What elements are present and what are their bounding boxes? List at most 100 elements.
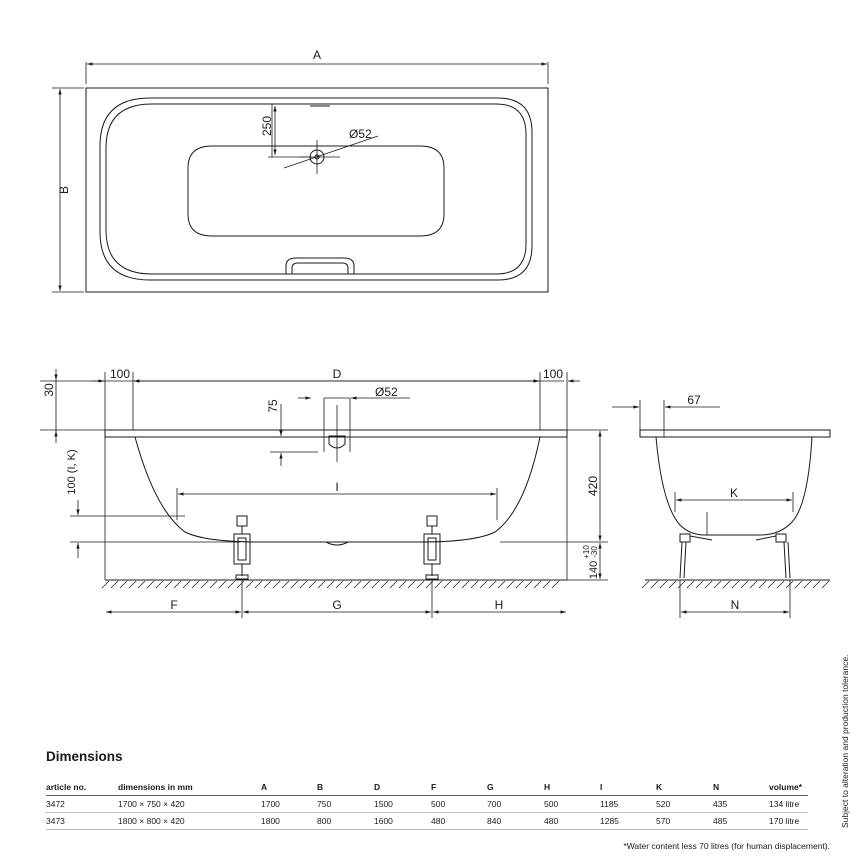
table-header-cell: volume* bbox=[769, 780, 808, 796]
hatch-line bbox=[119, 580, 128, 589]
hatch-line bbox=[299, 580, 308, 589]
dim-label-n: N bbox=[731, 598, 740, 612]
table-cell: 1800 bbox=[261, 812, 317, 830]
hatch-line bbox=[227, 580, 236, 589]
hatch-line bbox=[740, 580, 749, 589]
hatch-line bbox=[317, 580, 326, 589]
hatch-line bbox=[245, 580, 254, 589]
tub-rim-end bbox=[639, 429, 831, 438]
dim-label-420: 420 bbox=[586, 476, 600, 496]
table-cell: 840 bbox=[487, 812, 544, 830]
tub-rim-inner-2 bbox=[105, 103, 527, 275]
side-view: 100 D 100 30 Ø52 75 I bbox=[40, 367, 608, 618]
dim-label-67: 67 bbox=[687, 393, 701, 407]
hatch-line bbox=[488, 580, 497, 589]
table-header-cell: G bbox=[487, 780, 544, 796]
hatch-line bbox=[542, 580, 551, 589]
hatch-line bbox=[713, 580, 722, 589]
hatch-line bbox=[515, 580, 524, 589]
table-cell: 1500 bbox=[374, 795, 431, 813]
hatch-line bbox=[290, 580, 299, 589]
tub-bowl bbox=[187, 145, 445, 237]
hatch-line bbox=[137, 580, 146, 589]
table-cell: 520 bbox=[656, 795, 713, 813]
hatch-line bbox=[389, 580, 398, 589]
hatch-line bbox=[308, 580, 317, 589]
table-cell: 800 bbox=[317, 812, 374, 830]
hatch-line bbox=[110, 580, 119, 589]
table-cell: 570 bbox=[656, 812, 713, 830]
floor-hatch-end bbox=[641, 580, 830, 589]
table-cell: 3472 bbox=[46, 795, 118, 813]
table-cell: 1600 bbox=[374, 812, 431, 830]
hatch-line bbox=[749, 580, 758, 589]
footnote: *Water content less 70 litres (for human… bbox=[623, 841, 830, 851]
hatch-line bbox=[686, 580, 695, 589]
hatch-line bbox=[326, 580, 335, 589]
hatch-line bbox=[173, 580, 182, 589]
hatch-line bbox=[812, 580, 821, 589]
hatch-line bbox=[218, 580, 227, 589]
dim-label-i: I bbox=[335, 480, 338, 494]
hatch-line bbox=[785, 580, 794, 589]
table-cell: 700 bbox=[487, 795, 544, 813]
hatch-line bbox=[362, 580, 371, 589]
foot-left bbox=[233, 515, 251, 580]
hatch-line bbox=[155, 580, 164, 589]
hatch-line bbox=[767, 580, 776, 589]
table-header-cell: D bbox=[374, 780, 431, 796]
hatch-line bbox=[272, 580, 281, 589]
hatch-line bbox=[650, 580, 659, 589]
dim-label-100-left: 100 bbox=[110, 367, 130, 381]
hatch-line bbox=[335, 580, 344, 589]
table-header-cell: F bbox=[431, 780, 487, 796]
table-header-cell: B bbox=[317, 780, 374, 796]
hatch-line bbox=[353, 580, 362, 589]
hatch-line bbox=[182, 580, 191, 589]
table-cell: 480 bbox=[431, 812, 487, 830]
hatch-line bbox=[128, 580, 137, 589]
table-cell: 500 bbox=[431, 795, 487, 813]
table-cell: 1285 bbox=[600, 812, 656, 830]
hatch-line bbox=[695, 580, 704, 589]
hatch-line bbox=[254, 580, 263, 589]
hatch-line bbox=[443, 580, 452, 589]
dim-label-100-ik: 100 (I, K) bbox=[66, 449, 78, 494]
hatch-line bbox=[380, 580, 389, 589]
table-cell: 170 litre bbox=[769, 812, 808, 830]
hatch-line bbox=[146, 580, 155, 589]
table-header-cell: A bbox=[261, 780, 317, 796]
hatch-line bbox=[803, 580, 812, 589]
dim-label-h: H bbox=[495, 598, 504, 612]
technical-drawing: A B Ø52 250 100 D bbox=[40, 48, 831, 618]
table-cell: 750 bbox=[317, 795, 374, 813]
dim-label-75: 75 bbox=[266, 399, 280, 413]
hatch-line bbox=[641, 580, 650, 589]
top-view: A B Ø52 250 bbox=[52, 48, 549, 293]
overflow-recess bbox=[285, 257, 355, 274]
tub-outline-top bbox=[85, 87, 549, 293]
hatch-line bbox=[164, 580, 173, 589]
tolerance-note: Subject to alteration and production tol… bbox=[840, 654, 850, 828]
hatch-line bbox=[794, 580, 803, 589]
dim-label-f: F bbox=[170, 598, 177, 612]
dim-label-140: 140 bbox=[588, 561, 600, 579]
tub-body-side bbox=[134, 436, 541, 543]
tub-body-end bbox=[655, 436, 813, 536]
dim-label-tol-minus: -30 bbox=[590, 546, 599, 558]
hatch-line bbox=[758, 580, 767, 589]
hatch-line bbox=[551, 580, 560, 589]
hatch-line bbox=[416, 580, 425, 589]
table-cell: 1185 bbox=[600, 795, 656, 813]
hatch-line bbox=[776, 580, 785, 589]
hatch-line bbox=[281, 580, 290, 589]
floor-hatch-side bbox=[101, 580, 560, 589]
table-cell: 435 bbox=[713, 795, 769, 813]
hatch-line bbox=[731, 580, 740, 589]
table-header-cell: I bbox=[600, 780, 656, 796]
table-cell: 1700 bbox=[261, 795, 317, 813]
hatch-line bbox=[344, 580, 353, 589]
table-header-cell: K bbox=[656, 780, 713, 796]
